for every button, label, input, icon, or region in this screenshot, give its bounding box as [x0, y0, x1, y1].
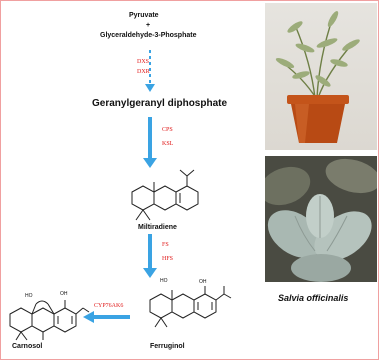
arrow-2 [143, 117, 157, 168]
ferruginol-oh-label: OH [199, 279, 207, 285]
dashed-arrow-1 [145, 50, 155, 92]
plus-sign: + [146, 22, 151, 29]
enzyme-cps: CPS [162, 127, 173, 133]
carnosol-oh-label: OH [60, 291, 68, 297]
ferruginol-structure [149, 286, 232, 328]
enzyme-fs: FS [162, 242, 169, 248]
sage-leaves-illustration [265, 156, 377, 282]
ggpp-label: Geranylgeranyl diphosphate [92, 98, 228, 109]
arrow-3 [143, 234, 157, 278]
enzyme-dxs: DXS [137, 59, 150, 65]
carnosol-ho-label: HO [25, 293, 33, 299]
enzyme-ksl: KSL [162, 141, 174, 147]
potted-plant-illustration [275, 11, 360, 143]
sage-leaves-photo [265, 156, 377, 282]
ferruginol-ho-label: HO [160, 278, 168, 284]
potted-plant-photo [265, 3, 377, 150]
glyceraldehyde-label: Glyceraldehyde-3-Phosphate [100, 32, 197, 39]
ferruginol-label: Ferruginol [150, 343, 185, 350]
pyruvate-label: Pyruvate [129, 12, 159, 19]
miltiradiene-label: Miltiradiene [138, 224, 177, 231]
carnosol-label: Carnosol [12, 343, 43, 350]
enzyme-dxr: DXR [137, 69, 150, 75]
miltiradiene-structure [131, 169, 199, 221]
enzyme-cyp76ak6: CYP76AK6 [94, 303, 124, 309]
enzyme-hfs: HFS [162, 256, 174, 262]
arrow-4 [83, 311, 130, 323]
carnosol-structure [9, 300, 90, 341]
species-caption: Salvia officinalis [278, 293, 349, 303]
